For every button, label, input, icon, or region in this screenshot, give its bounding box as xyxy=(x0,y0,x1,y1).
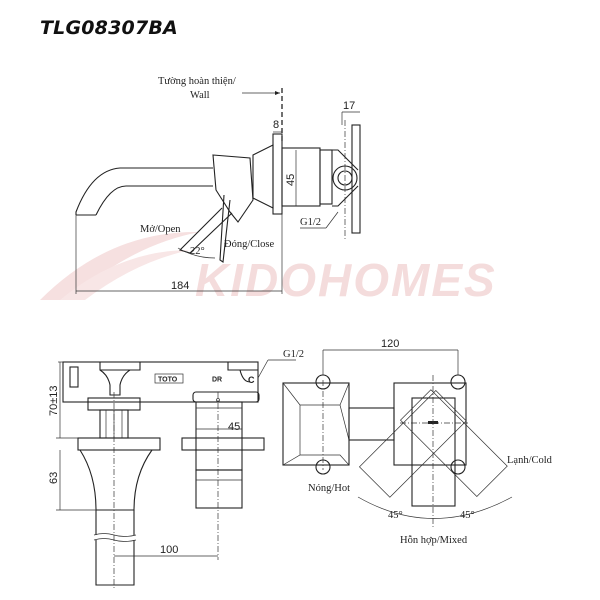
handle-bell xyxy=(79,449,153,511)
dim-height: 70±13 xyxy=(48,385,60,416)
dim-length: 184 xyxy=(171,280,189,292)
watermark-logo: KIDOHOMES xyxy=(40,231,497,306)
angle-arc xyxy=(177,247,216,259)
cold-valve-box xyxy=(393,382,467,466)
dim-plate: 17 xyxy=(343,100,355,112)
valve-ring xyxy=(319,149,333,205)
watermark-text: KIDOHOMES xyxy=(195,254,497,306)
mixed-label: Hỗn hợp/Mixed xyxy=(400,535,468,546)
dim-body: 45 xyxy=(285,174,297,186)
valve-housing xyxy=(62,361,259,403)
top-view: 120 45° 45° Nóng/Hot Lạnh/Cold Hỗn hợp/M… xyxy=(282,338,553,546)
angle-right: 45° xyxy=(460,510,475,521)
cartridge-body xyxy=(195,401,243,471)
angle-arc-top xyxy=(357,496,513,519)
front-view: TOTO DR C G1/2 70±13 63 xyxy=(48,349,304,590)
dim-offset: 100 xyxy=(160,544,178,556)
brand-plate xyxy=(154,373,184,384)
dim-flange: 8 xyxy=(273,119,279,131)
escutcheon xyxy=(252,144,274,209)
hot-label: Nóng/Hot xyxy=(308,483,350,494)
spout-bottom xyxy=(76,185,213,216)
side-view: Tường hoàn thiện/ Wall 8 17 xyxy=(75,76,361,294)
handle-stem xyxy=(95,510,135,586)
flange xyxy=(272,133,283,215)
brand-label: TOTO xyxy=(158,377,178,384)
lever-hot-position xyxy=(399,389,508,498)
dim-centers: 120 xyxy=(381,338,399,350)
wall-label-1: Tường hoàn thiện/ xyxy=(158,76,236,87)
mark-c: C xyxy=(248,375,255,385)
wall-label-2: Wall xyxy=(190,90,210,101)
cartridge-flange xyxy=(181,437,265,451)
handle-body xyxy=(212,154,254,223)
lever-cold-position xyxy=(358,389,467,498)
angle-left: 45° xyxy=(388,510,403,521)
mark-dr: DR xyxy=(212,377,222,384)
angle-label: 22° xyxy=(190,246,205,257)
lever-close xyxy=(219,194,231,263)
close-label: Đóng/Close xyxy=(224,239,275,250)
dim-spout: 63 xyxy=(48,472,60,484)
thread-label-side: G1/2 xyxy=(300,217,321,228)
mounting-plate xyxy=(351,124,361,234)
handle-base xyxy=(77,437,161,451)
cold-label: Lạnh/Cold xyxy=(507,455,553,466)
spout-top xyxy=(75,167,213,215)
lever-mixed xyxy=(411,397,456,507)
connector-pipe xyxy=(348,407,395,441)
thread-label-front: G1/2 xyxy=(283,349,304,360)
dim-cartridge: 45 xyxy=(228,421,240,433)
open-label: Mở/Open xyxy=(140,224,181,235)
product-code-title: TLG08307BA xyxy=(40,17,178,39)
